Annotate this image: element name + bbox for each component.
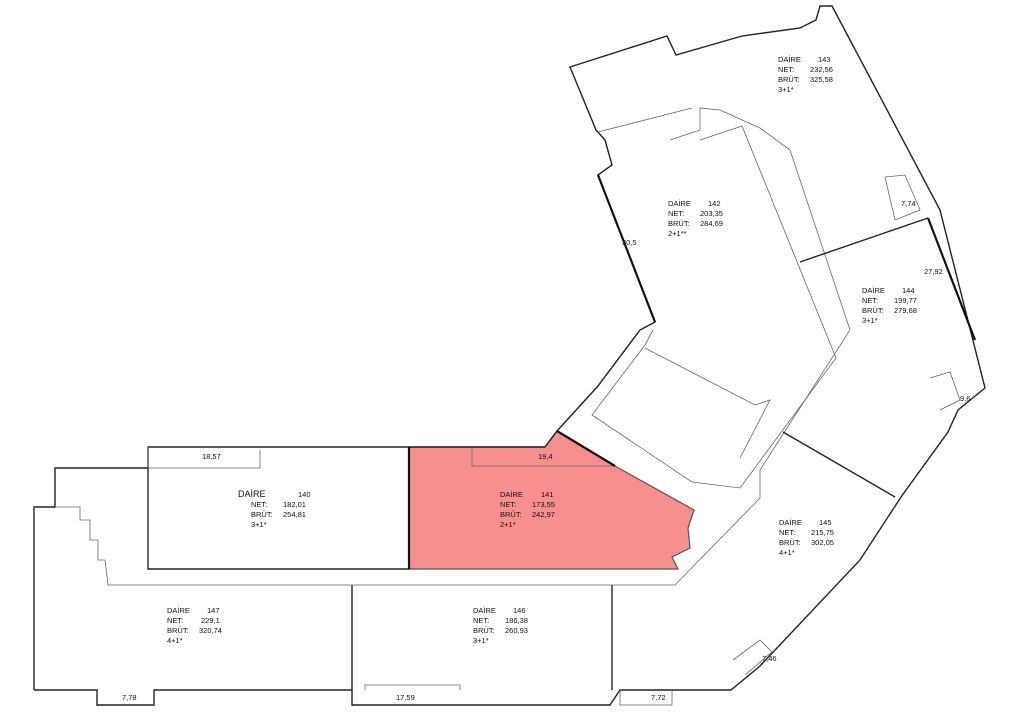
unit-141-title: DAİRE <box>500 490 523 499</box>
unit-146-brut-label: BRÜT: <box>473 626 495 635</box>
unit-145-number: 145 <box>819 518 832 527</box>
unit-144-brut-label: BRÜT: <box>862 306 884 315</box>
unit-147-brut: 320,74 <box>199 626 222 635</box>
unit-142-number: 142 <box>708 199 721 208</box>
core-box <box>644 347 771 459</box>
unit-142-title: DAİRE <box>668 199 691 208</box>
unit-141-type: 2+1* <box>500 520 516 529</box>
divider-145-144 <box>782 431 896 498</box>
unit-145-brut: 302,05 <box>811 538 834 547</box>
unit-140-walls <box>147 447 410 570</box>
outer-wall <box>33 5 986 706</box>
unit-142-brut: 284,69 <box>700 219 723 228</box>
shaft-145 <box>732 639 773 676</box>
unit-141-brut: 242,97 <box>532 510 555 519</box>
divider-144-143 <box>799 217 929 263</box>
dim-18-57: 18,57 <box>202 452 221 461</box>
unit-140-title: DAİRE <box>238 489 266 499</box>
corridor-inner <box>591 125 837 489</box>
balcony-146 <box>364 684 461 690</box>
angled-wall-141 <box>556 430 616 467</box>
unit-143-type: 3+1* <box>778 85 794 94</box>
unit-147-brut-label: BRÜT: <box>167 626 189 635</box>
dim-7-46: 7,46 <box>762 654 777 663</box>
unit-147-title: DAİRE <box>167 606 190 615</box>
shaft-144 <box>929 371 961 411</box>
unit-147-net-label: NET: <box>167 616 183 625</box>
unit-141-net: 173,55 <box>532 500 555 509</box>
dim-7-78: 7,78 <box>122 693 137 702</box>
unit-140-type: 3+1* <box>251 520 267 529</box>
unit-144-brut: 279,68 <box>894 306 917 315</box>
unit-140-label: DAİRE 140 NET: 182,01 BRÜT: 254,81 3+1* <box>238 489 311 529</box>
left-step-wall <box>55 506 105 561</box>
unit-142-label: DAİRE 142 NET: 203,35 BRÜT: 284,69 2+1** <box>668 199 723 238</box>
unit-147-type: 4+1* <box>167 636 183 645</box>
unit-140-number: 140 <box>298 490 311 499</box>
unit-145-brut-label: BRÜT: <box>779 538 801 547</box>
unit-143-net: 232,56 <box>810 65 833 74</box>
unit-141-brut-label: BRÜT: <box>500 510 522 519</box>
unit-141-label: DAİRE 141 NET: 173,55 BRÜT: 242,97 2+1* <box>500 490 555 529</box>
unit-145-net: 215,75 <box>811 528 834 537</box>
unit-143-brut: 325,58 <box>810 75 833 84</box>
unit-145-net-label: NET: <box>779 528 795 537</box>
unit-147-number: 147 <box>207 606 220 615</box>
thick-wall-left <box>596 174 657 323</box>
unit-141-number: 141 <box>541 490 554 499</box>
unit-145-title: DAİRE <box>779 518 802 527</box>
balcony-141 <box>471 447 615 467</box>
dim-27-92: 27,92 <box>924 267 943 276</box>
unit-146-label: DAİRE 146 NET: 186,38 BRÜT: 260,93 3+1* <box>473 606 528 645</box>
unit-147-net: 229,1 <box>201 616 220 625</box>
unit-146-title: DAİRE <box>473 606 496 615</box>
unit-144-label: DAİRE 144 NET: 199,77 BRÜT: 279,68 3+1* <box>862 286 917 325</box>
balcony-140 <box>147 447 261 469</box>
unit-143-number: 143 <box>818 55 831 64</box>
unit-145-label: DAİRE 145 NET: 215,75 BRÜT: 302,05 4+1* <box>779 518 834 557</box>
unit-142-net: 203,35 <box>700 209 723 218</box>
unit-144-title: DAİRE <box>862 286 885 295</box>
dim-7-74: 7,74 <box>901 199 916 208</box>
dim-9-6: 9,6 <box>960 394 970 403</box>
unit-146-number: 146 <box>513 606 526 615</box>
balcony-145-small <box>619 690 673 706</box>
unit-140-net-label: NET: <box>251 500 267 509</box>
unit-146-net-label: NET: <box>473 616 489 625</box>
shaft-143 <box>884 174 921 221</box>
unit-143-net-label: NET: <box>778 65 794 74</box>
unit-144-type: 3+1* <box>862 316 878 325</box>
unit-143-label: DAİRE 143 NET: 232,56 BRÜT: 325,58 3+1* <box>778 55 833 94</box>
unit-146-type: 3+1* <box>473 636 489 645</box>
unit-140-brut-label: BRÜT: <box>251 510 273 519</box>
unit-143-brut-label: BRÜT: <box>778 75 800 84</box>
unit-144-net-label: NET: <box>862 296 878 305</box>
unit-146-net: 186,38 <box>505 616 528 625</box>
unit-144-net: 199,77 <box>894 296 917 305</box>
unit-144-number: 144 <box>902 286 915 295</box>
dim-7-72: 7,72 <box>651 693 666 702</box>
unit-143-title: DAİRE <box>778 55 801 64</box>
unit-140-brut: 254,81 <box>283 510 306 519</box>
dim-17-59: 17,59 <box>396 693 415 702</box>
corridor-outline <box>104 107 851 586</box>
dim-30-5: 30,5 <box>622 238 637 247</box>
unit-142-brut-label: BRÜT: <box>668 219 690 228</box>
unit-145-type: 4+1* <box>779 548 795 557</box>
unit-141-net-label: NET: <box>500 500 516 509</box>
unit-142-type: 2+1** <box>668 229 687 238</box>
unit-146-brut: 260,93 <box>505 626 528 635</box>
unit-147-label: DAİRE 147 NET: 229,1 BRÜT: 320,74 4+1* <box>167 606 222 645</box>
unit-140-net: 182,01 <box>283 500 306 509</box>
unit-142-net-label: NET: <box>668 209 684 218</box>
thick-wall-right <box>926 217 977 341</box>
divider-142-143 <box>597 107 693 133</box>
dim-19-4: 19,4 <box>538 452 553 461</box>
